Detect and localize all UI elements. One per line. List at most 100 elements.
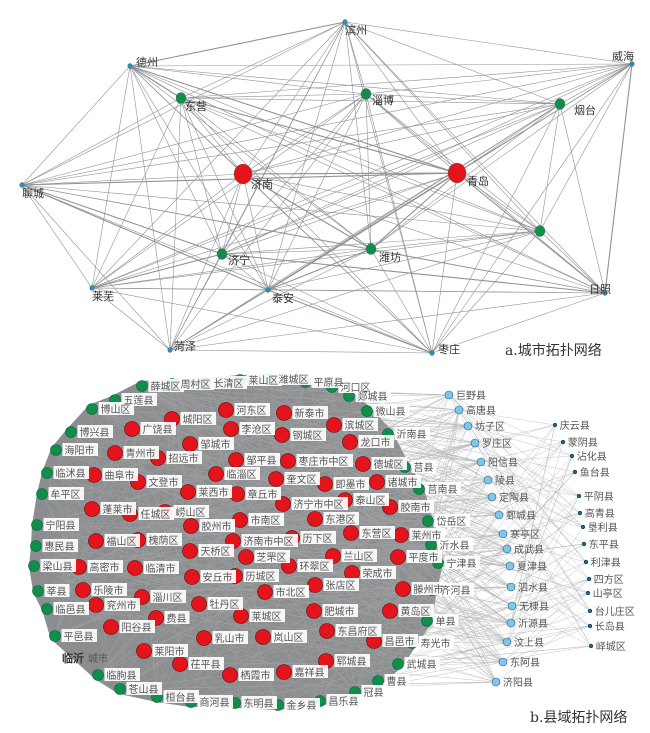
ring-node-marker[interactable] <box>30 540 42 552</box>
ring-node-marker[interactable] <box>114 683 126 695</box>
core-node-marker[interactable] <box>395 581 411 597</box>
outer-node-marker[interactable] <box>494 510 504 520</box>
core-node-marker[interactable] <box>390 549 406 565</box>
outer-node-marker[interactable] <box>507 601 517 611</box>
core-node-marker[interactable] <box>88 533 104 549</box>
city-node-marker[interactable] <box>89 285 95 291</box>
peripheral-node-marker[interactable] <box>552 422 558 428</box>
core-node-marker[interactable] <box>136 643 152 659</box>
core-node-marker[interactable] <box>182 436 198 452</box>
core-node-marker[interactable] <box>75 582 91 598</box>
core-node-marker[interactable] <box>228 452 244 468</box>
outer-node-marker[interactable] <box>498 529 508 539</box>
peripheral-node-marker[interactable] <box>583 559 589 565</box>
core-node-marker[interactable] <box>107 445 123 461</box>
outer-node-marker[interactable] <box>502 637 512 647</box>
peripheral-node-marker[interactable] <box>587 608 593 614</box>
peripheral-node-marker[interactable] <box>585 590 591 596</box>
outer-node-marker[interactable] <box>483 475 493 485</box>
peripheral-node-marker[interactable] <box>586 576 592 582</box>
peripheral-node-marker[interactable] <box>577 510 583 516</box>
peripheral-node-marker[interactable] <box>572 469 578 475</box>
ring-node-marker[interactable] <box>65 426 77 438</box>
core-node-marker[interactable] <box>255 629 271 645</box>
core-node-marker[interactable] <box>343 525 359 541</box>
outer-node-marker[interactable] <box>487 492 497 502</box>
core-node-marker[interactable] <box>223 421 239 437</box>
outer-node-marker[interactable] <box>506 618 516 628</box>
city-node-marker[interactable] <box>360 88 372 100</box>
ring-node-marker[interactable] <box>372 675 384 687</box>
ring-node-marker[interactable] <box>32 585 44 597</box>
city-node-marker[interactable] <box>365 243 377 255</box>
core-node-marker[interactable] <box>274 427 290 443</box>
core-node-marker[interactable] <box>124 421 140 437</box>
core-node-marker[interactable] <box>275 496 291 512</box>
ring-node-marker[interactable] <box>49 630 61 642</box>
outer-node-marker[interactable] <box>444 390 454 400</box>
ring-node-marker[interactable] <box>50 444 62 456</box>
core-node-marker[interactable] <box>172 656 188 672</box>
core-node-marker[interactable] <box>238 549 254 565</box>
ring-node-marker[interactable] <box>41 603 53 615</box>
city-node-marker[interactable] <box>429 350 435 356</box>
city-node-marker[interactable] <box>127 63 133 69</box>
ring-node-marker[interactable] <box>36 488 48 500</box>
core-node-marker[interactable] <box>127 560 143 576</box>
peripheral-node-marker[interactable] <box>560 439 566 445</box>
city-node-marker[interactable] <box>629 61 635 67</box>
outer-node-marker[interactable] <box>491 677 501 687</box>
core-node-marker[interactable] <box>218 402 234 418</box>
ring-node-marker[interactable] <box>136 380 148 392</box>
outer-node-marker[interactable] <box>463 421 473 431</box>
outer-node-marker[interactable] <box>476 457 486 467</box>
outer-node-marker[interactable] <box>506 582 516 592</box>
outer-node-marker[interactable] <box>502 544 512 554</box>
peripheral-node-marker[interactable] <box>580 524 586 530</box>
outer-node-marker[interactable] <box>498 657 508 667</box>
core-node-marker[interactable] <box>257 584 273 600</box>
peripheral-node-marker[interactable] <box>569 453 575 459</box>
core-node-marker[interactable] <box>306 603 322 619</box>
core-node-marker[interactable] <box>319 623 335 639</box>
core-node-marker[interactable] <box>326 417 342 433</box>
ring-node-marker[interactable] <box>31 519 43 531</box>
ring-node-marker[interactable] <box>361 405 373 417</box>
city-node-marker[interactable] <box>554 98 566 110</box>
ring-node-marker[interactable] <box>422 515 434 527</box>
city-node-marker[interactable] <box>342 19 348 25</box>
ring-node-marker[interactable] <box>92 669 104 681</box>
core-node-marker[interactable] <box>184 569 200 585</box>
core-node-marker[interactable] <box>393 527 409 543</box>
city-node-marker[interactable] <box>167 347 173 353</box>
core-node-marker[interactable] <box>276 405 292 421</box>
ring-node-marker[interactable] <box>41 467 53 479</box>
outer-node-marker[interactable] <box>505 561 515 571</box>
peripheral-node-marker[interactable] <box>587 623 593 629</box>
core-node-marker[interactable] <box>307 577 323 593</box>
city-node-marker[interactable] <box>233 163 253 185</box>
core-node-marker[interactable] <box>191 596 207 612</box>
core-node-marker[interactable] <box>268 471 284 487</box>
ring-node-marker[interactable] <box>392 658 404 670</box>
city-node-marker[interactable] <box>19 182 25 188</box>
city-node-marker[interactable] <box>175 92 187 104</box>
city-node-marker[interactable] <box>534 225 546 237</box>
core-node-marker[interactable] <box>307 511 323 527</box>
core-node-marker[interactable] <box>88 597 104 613</box>
core-node-marker[interactable] <box>276 664 292 680</box>
peripheral-node-marker[interactable] <box>576 493 582 499</box>
core-node-marker[interactable] <box>182 543 198 559</box>
core-node-marker[interactable] <box>180 484 196 500</box>
outer-node-marker[interactable] <box>454 405 464 415</box>
core-node-marker[interactable] <box>208 466 224 482</box>
ring-node-marker[interactable] <box>28 560 40 572</box>
city-node-marker[interactable] <box>216 248 228 260</box>
core-node-marker[interactable] <box>369 474 385 490</box>
city-node-marker[interactable] <box>447 162 467 184</box>
peripheral-node-marker[interactable] <box>588 643 594 649</box>
core-node-marker[interactable] <box>222 667 238 683</box>
core-node-marker[interactable] <box>280 453 296 469</box>
city-node-marker[interactable] <box>602 290 608 296</box>
core-node-marker[interactable] <box>84 501 100 517</box>
